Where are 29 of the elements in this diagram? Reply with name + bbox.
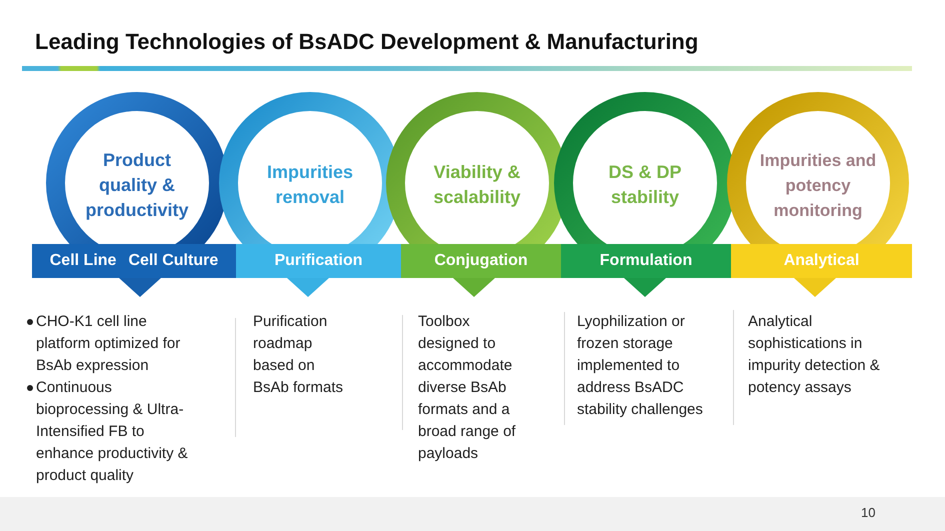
stage-label: Analytical <box>784 251 860 271</box>
stage-label: Cell Line <box>50 251 116 271</box>
pointer-arrow <box>624 278 666 297</box>
stage-band <box>236 244 401 278</box>
page-number: 10 <box>861 505 876 521</box>
pointer-arrow <box>119 278 161 297</box>
stage-band <box>32 244 236 278</box>
stage-label: Conjugation <box>434 251 528 271</box>
description-text: CHO-K1 cell line platform optimized for BsAb expression <box>36 312 182 376</box>
ring-label: Product quality & productivity <box>84 148 190 222</box>
description-text: Continuous bioprocessing & Ultra-Intensified FB to enhance productivity & product quality <box>36 378 189 486</box>
description-text: Toolbox designed to accommodate diverse BsAb formats and a broad range of payloads <box>418 312 517 464</box>
pointer-arrow <box>453 278 495 297</box>
ring-label: Impurities removal <box>266 161 354 209</box>
slide-title: Leading Technologies of BsADC Development & Manufacturing <box>35 28 698 56</box>
stage-band <box>561 244 731 278</box>
pointer-arrow <box>287 278 329 297</box>
stage-label: Purification <box>274 251 362 271</box>
stage-label: Cell Culture <box>128 251 218 271</box>
ring-label: Impurities and potency monitoring <box>758 150 878 222</box>
description-text: Purification roadmap based on BsAb formats <box>253 312 344 398</box>
stage-band <box>731 244 912 278</box>
stage-band <box>401 244 561 278</box>
description-text: Lyophilization or frozen storage implemented to address BsADC stability challenges <box>577 312 704 420</box>
pointer-arrow <box>794 278 836 297</box>
description-text: Analytical sophistications in impurity detection & potency assays <box>748 312 881 398</box>
ring-label: DS & DP stability <box>607 161 682 209</box>
ring-label: Viability & scalability <box>432 161 522 209</box>
stage-label: Formulation <box>600 251 692 271</box>
